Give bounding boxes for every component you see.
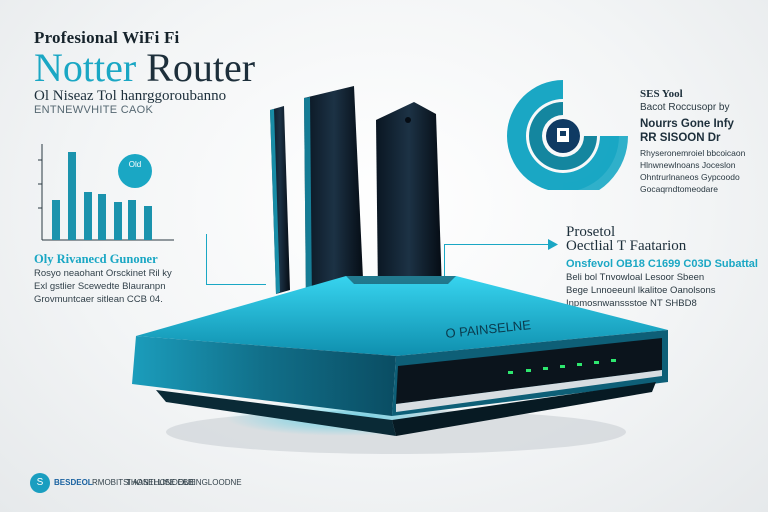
connector-left-vertical [206,234,207,284]
footer-item-2: RMOBITSI AANTHONOOUE [92,478,196,487]
subtitle: Ol Niseaz Tol hanrggoroubanno [34,88,227,104]
subtitle-secondary: ENTNEWVHITE CAOK [34,104,154,116]
feature-line-2: Bege Lnnoeeunl lkalitoe Oanolsons [566,285,716,296]
right-top-small-2: Hlnwnewlnoans Joceslon [640,160,736,170]
left-note-1: Rosyo neaohant Orsckinet Ril ky [34,268,172,279]
right-top-line-1: Bacot Roccusopr by [640,102,730,113]
bar-4 [98,194,106,240]
antenna-left [270,106,290,294]
badge-text: Old [128,160,142,169]
connector-right-horizontal [444,244,554,245]
bar-6 [128,200,136,240]
feature-subheading: Onsfevol OB18 C1699 C03D Subattal [566,258,758,270]
title-part-1: Notter [34,45,137,90]
status-leds [508,359,616,374]
router-illustration: O PAINSELNE [132,86,668,454]
chart-label: Oly Rivanecd Gunoner [34,252,158,266]
feature-heading-1: Prosetol [566,224,616,240]
kicker-text: Profesional WiFi Fi [34,28,180,47]
left-note-2: Exl gstlier Scewedte Blauranpn [34,281,166,292]
footer-item-1: BESDEOL [54,478,93,487]
footer-logo-text: S [36,477,44,488]
bar-3 [84,192,92,240]
bar-graphic [38,144,174,241]
connector-right-vertical [444,244,445,288]
page-title: Notter Router [34,46,255,90]
right-top-small-3: Ohntrurlnaneos Gypcoodo [640,172,740,182]
left-note-3: Grovmuntcaer sitlean CCB 04. [34,294,163,305]
antenna-center [304,86,364,306]
bar-7 [144,206,152,240]
right-top-small-1: Rhyseronemroiel bbcoicaon [640,148,746,158]
bar-1 [52,200,60,240]
right-top-small-4: Gocaqrndtomeodare [640,184,718,194]
feature-line-1: Beli bol Tnvowloal Lesoor Sbeen [566,272,705,283]
right-top-line-2: Nourrs Gone Infy [640,118,734,130]
bar-2 [68,152,76,240]
right-top-heading: SES Yool [640,88,683,100]
right-top-line-3: RR SISOON Dr [640,132,721,144]
connector-left-horizontal [206,284,266,285]
antenna-right [376,102,442,294]
badge-icon: Old [118,154,152,188]
bar-5 [114,202,122,240]
arrow-right-icon [548,239,558,250]
feature-heading-2: Oectlial T Faatarion [566,238,687,254]
feature-line-3: Inpmosnwanssstoe NT SHBD8 [566,298,697,309]
footer-logo-icon: S [30,473,50,493]
footer-item-3: THOSELLISE EBBINGLOODNE [126,478,242,487]
ring-icon [507,80,628,190]
title-part-2: Router [146,45,256,90]
